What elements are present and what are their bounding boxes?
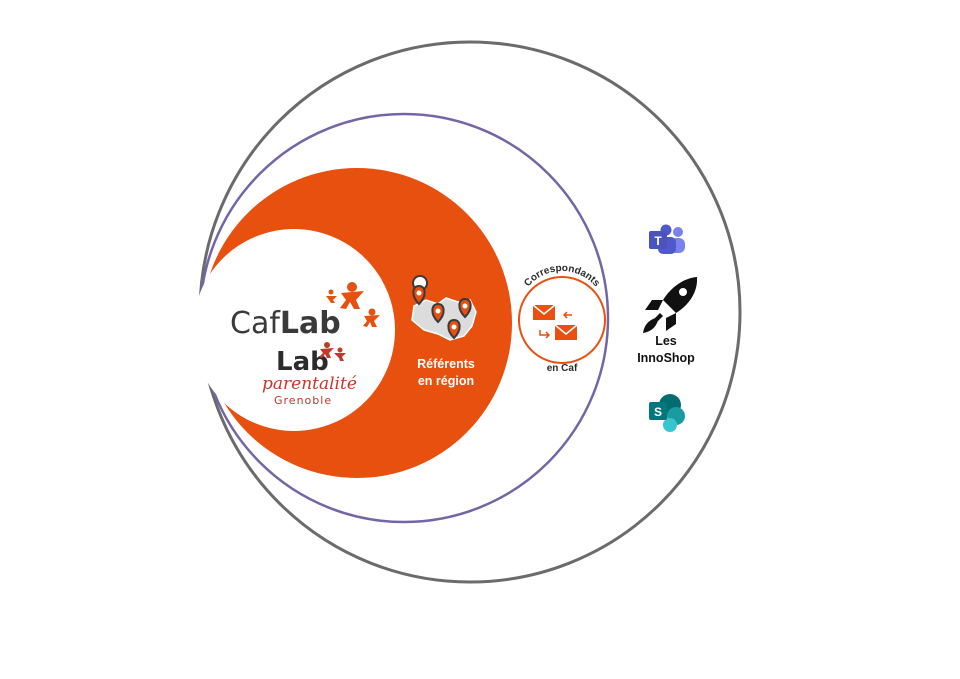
map-pins-icon [411,275,477,341]
caflab-prefix: Caf [230,306,281,341]
svg-text:T: T [654,234,662,248]
svg-text:CafLab: CafLab [230,306,341,341]
innoshop-line2: InnoShop [637,351,695,365]
correspondants-bottom-label: en Caf [547,363,578,374]
parentalite-label: parentalité [262,374,357,394]
grenoble-label: Grenoble [274,394,332,407]
people-figures-icon [326,282,380,327]
referents-line1: Référents [417,357,475,371]
caflab-suffix: Lab [280,306,341,341]
microsoft-teams-icon: T [649,224,685,254]
referents-line2: en région [418,374,474,388]
rocket-icon [643,277,698,333]
caflab-logo: CafLab [230,282,380,341]
lab-parentalite-logo: Lab parentalité Grenoble [262,342,357,407]
lab-title: Lab [276,347,329,377]
mail-exchange-icon [532,304,578,340]
caflab-disk [193,229,395,431]
sharepoint-icon: S [649,394,685,432]
small-figures-icon [319,342,346,361]
correspondants-circle [518,276,606,364]
svg-text:S: S [654,405,662,419]
innoshop-line1: Les [655,334,677,348]
